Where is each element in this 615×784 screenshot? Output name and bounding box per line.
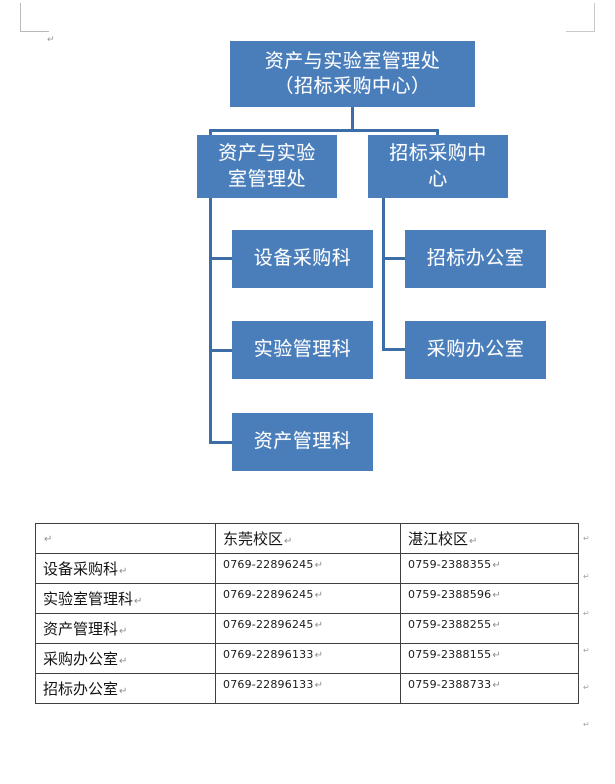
phone-number: 0769-22896133 [223, 678, 314, 691]
table-row: 设备采购科↵ 0769-22896245↵ 0759-2388355↵ [35, 553, 579, 584]
table-header-cell-zhanjiang[interactable]: 湛江校区↵ [400, 523, 579, 554]
cell-end-mark: ↵ [469, 536, 478, 547]
table-cell-dept[interactable]: 资产管理科↵ [35, 613, 216, 644]
org-node-root[interactable]: 资产与实验室管理处 （招标采购中心） [230, 41, 475, 107]
org-node-asset-lab-office-line1: 资产与实验 [218, 142, 316, 165]
dept-label: 资产管理科 [43, 620, 119, 638]
table-row: 采购办公室↵ 0769-22896133↵ 0759-2388155↵ [35, 643, 579, 674]
connector-left-child-1 [209, 257, 234, 260]
table-cell-dongguan-phone[interactable]: 0769-22896133↵ [215, 643, 401, 674]
cell-end-mark: ↵ [314, 650, 324, 661]
org-node-bidding-procurement-center[interactable]: 招标采购中 心 [368, 135, 508, 198]
phone-number: 0759-2388596 [408, 588, 492, 601]
connector-right-child-1 [382, 257, 407, 260]
org-node-asset-management[interactable]: 资产管理科 [232, 413, 373, 471]
phone-number: 0759-2388355 [408, 558, 492, 571]
table-row: 资产管理科↵ 0769-22896245↵ 0759-2388255↵ [35, 613, 579, 644]
phone-number: 0759-2388155 [408, 648, 492, 661]
cell-end-mark: ↵ [119, 656, 128, 667]
dept-label: 采购办公室 [43, 650, 119, 668]
table-row: 实验室管理科↵ 0769-22896245↵ 0759-2388596↵ [35, 583, 579, 614]
connector-root-stem [351, 107, 354, 131]
table-cell-dongguan-phone[interactable]: 0769-22896245↵ [215, 583, 401, 614]
org-node-asset-management-label: 资产管理科 [253, 430, 352, 453]
connector-left-child-3 [209, 441, 234, 444]
table-cell-dongguan-phone[interactable]: 0769-22896245↵ [215, 553, 401, 584]
cell-end-mark: ↵ [314, 680, 324, 691]
table-header-cell-empty[interactable]: ↵ [35, 523, 216, 554]
table-header-row: ↵ 东莞校区↵ 湛江校区↵ [35, 523, 579, 554]
org-node-equipment-procurement[interactable]: 设备采购科 [232, 230, 373, 288]
table-cell-zhanjiang-phone[interactable]: 0759-2388255↵ [400, 613, 579, 644]
phone-number: 0769-22896245 [223, 618, 314, 631]
table-cell-dept[interactable]: 设备采购科↵ [35, 553, 216, 584]
cell-end-mark: ↵ [119, 686, 128, 697]
table-cell-zhanjiang-phone[interactable]: 0759-2388596↵ [400, 583, 579, 614]
table-cell-zhanjiang-phone[interactable]: 0759-2388155↵ [400, 643, 579, 674]
connector-left-trunk [209, 198, 212, 444]
row-end-mark: ↵ [583, 572, 590, 581]
table-cell-zhanjiang-phone[interactable]: 0759-2388355↵ [400, 553, 579, 584]
cell-end-mark: ↵ [492, 560, 501, 571]
dept-label: 实验室管理科 [43, 590, 134, 608]
phone-number: 0759-2388733 [408, 678, 492, 691]
connector-root-spreader [209, 129, 439, 132]
connector-right-trunk [382, 198, 385, 351]
connector-right-child-2 [382, 348, 407, 351]
cell-end-mark: ↵ [284, 536, 293, 547]
table-row: 招标办公室↵ 0769-22896133↵ 0759-2388733↵ [35, 673, 579, 704]
cell-end-mark: ↵ [119, 626, 128, 637]
dept-label: 招标办公室 [43, 680, 119, 698]
table-cell-dongguan-phone[interactable]: 0769-22896245↵ [215, 613, 401, 644]
table-header-label-dongguan: 东莞校区 [223, 530, 284, 548]
row-end-mark: ↵ [583, 609, 590, 618]
row-end-mark: ↵ [583, 720, 590, 729]
org-node-root-line1: 资产与实验室管理处 [264, 49, 441, 72]
row-end-mark: ↵ [583, 683, 590, 692]
table-header-label-zhanjiang: 湛江校区 [408, 530, 469, 548]
org-node-bidding-office[interactable]: 招标办公室 [405, 230, 546, 288]
phone-number: 0759-2388255 [408, 618, 492, 631]
table-cell-dongguan-phone[interactable]: 0769-22896133↵ [215, 673, 401, 704]
org-node-asset-lab-office[interactable]: 资产与实验 室管理处 [197, 135, 337, 198]
cell-end-mark: ↵ [492, 680, 501, 691]
cell-end-mark: ↵ [314, 620, 324, 631]
phone-number: 0769-22896133 [223, 648, 314, 661]
table-header-cell-dongguan[interactable]: 东莞校区↵ [215, 523, 401, 554]
org-node-root-line2: （招标采购中心） [274, 75, 431, 97]
org-node-asset-lab-office-line2: 室管理处 [227, 167, 306, 190]
org-node-procurement-office[interactable]: 采购办公室 [405, 321, 546, 379]
cell-end-mark: ↵ [44, 534, 53, 545]
table-cell-dept[interactable]: 招标办公室↵ [35, 673, 216, 704]
phone-number: 0769-22896245 [223, 588, 314, 601]
cell-end-mark: ↵ [492, 620, 501, 631]
cell-end-mark: ↵ [314, 590, 324, 601]
phone-number: 0769-22896245 [223, 558, 314, 571]
cell-end-mark: ↵ [492, 650, 501, 661]
table-cell-zhanjiang-phone[interactable]: 0759-2388733↵ [400, 673, 579, 704]
cell-end-mark: ↵ [134, 596, 143, 607]
dept-label: 设备采购科 [43, 560, 119, 578]
org-node-lab-management[interactable]: 实验管理科 [232, 321, 373, 379]
cell-end-mark: ↵ [314, 560, 324, 571]
cell-end-mark: ↵ [119, 566, 128, 577]
table-cell-dept[interactable]: 实验室管理科↵ [35, 583, 216, 614]
org-chart: 资产与实验室管理处 （招标采购中心） 资产与实验 室管理处 招标采购中 心 设备… [197, 41, 546, 471]
row-end-mark: ↵ [583, 646, 590, 655]
contact-table: ↵ 东莞校区↵ 湛江校区↵ 设备采购科↵ 0769-22896245↵ 0759… [35, 523, 579, 704]
org-node-lab-management-label: 实验管理科 [253, 338, 352, 361]
cell-end-mark: ↵ [492, 590, 501, 601]
org-node-bidding-procurement-center-line1: 招标采购中 [389, 142, 487, 165]
connector-drop-left-branch [209, 129, 212, 138]
row-end-mark: ↵ [583, 534, 590, 543]
connector-drop-right-branch [436, 129, 439, 138]
org-node-bidding-office-label: 招标办公室 [426, 247, 525, 270]
org-node-bidding-procurement-center-line2: 心 [428, 167, 448, 190]
table-cell-dept[interactable]: 采购办公室↵ [35, 643, 216, 674]
connector-left-child-2 [209, 349, 234, 352]
org-node-procurement-office-label: 采购办公室 [426, 338, 525, 361]
org-node-equipment-procurement-label: 设备采购科 [253, 247, 352, 270]
